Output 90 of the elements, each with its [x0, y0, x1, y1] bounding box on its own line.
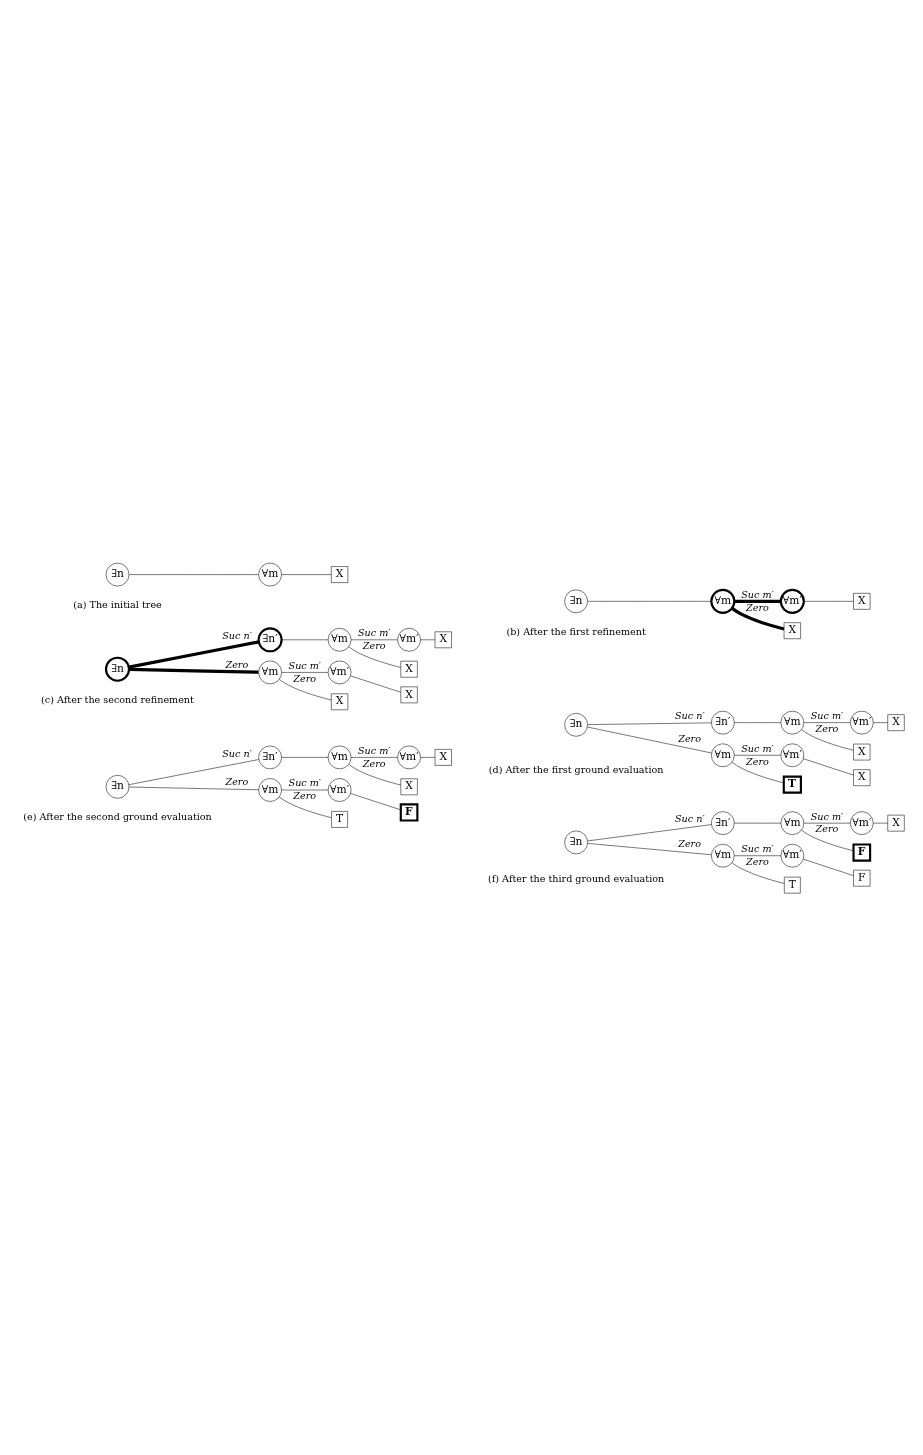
edge-label: Zero — [362, 639, 386, 651]
connector — [128, 667, 258, 674]
node-circle: ∀m — [257, 660, 282, 684]
node-circle: ∀m — [327, 745, 351, 769]
node-circle: ∃n′ — [257, 745, 282, 769]
edge-label: Zero — [815, 822, 838, 834]
node-circle: ∀m′ — [780, 843, 804, 867]
edge-label: Zero — [745, 755, 769, 767]
edge-label: Zero — [745, 601, 769, 613]
connector — [128, 639, 259, 669]
edge-label: Suc m′ — [288, 776, 321, 788]
node-circle: ∀m′ — [327, 660, 351, 684]
label: (b) After the first refinement — [505, 625, 646, 637]
node-circle: ∃n — [104, 656, 130, 682]
edge-label: Zero — [362, 757, 386, 769]
edge-label: Zero — [815, 722, 838, 734]
node-circle: ∀m′ — [396, 745, 421, 769]
connector — [733, 599, 781, 603]
node-circle: ∀m — [257, 562, 282, 586]
label: (f) After the third ground evaluation — [487, 872, 664, 884]
node-box: X — [852, 768, 870, 786]
edge-label: Suc m′ — [740, 742, 774, 754]
node-box: T — [782, 775, 802, 794]
node-circle: ∀m′ — [327, 777, 351, 802]
node-circle: ∃n′ — [710, 710, 735, 734]
label: (d) After the first ground evaluation — [488, 763, 663, 775]
node-box: X — [400, 660, 418, 677]
edge-label: Zero — [224, 658, 248, 670]
label: (c) After the second refinement — [40, 693, 194, 705]
node-circle: ∀m — [780, 710, 804, 734]
node-circle: ∀m — [257, 777, 282, 802]
node-circle: ∃n — [563, 589, 588, 613]
node-box: T — [783, 876, 801, 893]
node-circle: ∀m′ — [849, 710, 874, 734]
edge-label: Zero — [745, 855, 769, 867]
node-box: X — [330, 565, 348, 583]
connector — [280, 639, 328, 640]
edge-label: Zero — [677, 732, 701, 744]
edge-label: Suc m′ — [810, 810, 843, 822]
edge-label: Zero — [292, 672, 316, 684]
edge-label: Suc m′ — [357, 744, 391, 756]
connector — [803, 600, 854, 602]
edge-label: Suc m′ — [357, 626, 391, 638]
node-box: F — [851, 842, 871, 862]
connector — [349, 792, 401, 810]
node-circle: ∀m — [710, 743, 735, 767]
edge-label: Suc n′ — [221, 747, 252, 759]
node-box: X — [434, 631, 452, 648]
edge-label: Zero — [677, 837, 701, 849]
node-box: X — [330, 693, 348, 710]
edge-label: Zero — [292, 789, 316, 801]
node-box: X — [852, 743, 870, 760]
node-box: X — [886, 713, 905, 731]
node-box: X — [400, 778, 418, 795]
node-box: X — [852, 592, 870, 610]
connector — [587, 600, 712, 602]
node-circle: ∀m — [780, 810, 804, 835]
node-box: X — [783, 621, 801, 639]
edge-label: Zero — [224, 775, 248, 787]
node-circle: ∀m — [710, 843, 735, 867]
node-box: X — [434, 748, 452, 766]
node-circle: ∃n′ — [710, 810, 735, 835]
edge-label: Suc n′ — [674, 812, 705, 824]
node-box: X — [400, 686, 418, 703]
edge-label: Suc m′ — [740, 842, 774, 854]
node-box: F — [852, 869, 870, 886]
connector — [731, 761, 784, 783]
node-circle: ∃n — [105, 562, 129, 586]
edge-label: Suc n′ — [674, 709, 705, 721]
node-circle: ∃n — [105, 774, 129, 799]
node-circle: ∀m — [327, 627, 351, 652]
node-circle: ∀m′ — [396, 627, 421, 652]
node-circle: ∃n — [563, 712, 588, 737]
node-box: F — [399, 802, 418, 822]
node-circle: ∃n′ — [257, 626, 283, 652]
label: (a) The initial tree — [72, 598, 162, 610]
connector — [800, 829, 854, 851]
node-circle: ∀m′ — [780, 743, 804, 767]
node-circle: ∀m′ — [779, 588, 805, 614]
node-box: T — [330, 810, 348, 828]
node-circle: ∀m — [709, 588, 735, 614]
connector — [730, 606, 784, 630]
edge-label: Suc m′ — [740, 588, 774, 600]
edge-label: Suc m′ — [288, 659, 321, 671]
edge-label: Suc n′ — [221, 629, 252, 641]
node-circle: ∃n — [563, 830, 588, 854]
node-box: X — [886, 814, 905, 831]
node-circle: ∀m′ — [849, 810, 874, 835]
label: (e) After the second ground evaluation — [22, 810, 212, 822]
edge-label: Suc m′ — [810, 709, 843, 721]
